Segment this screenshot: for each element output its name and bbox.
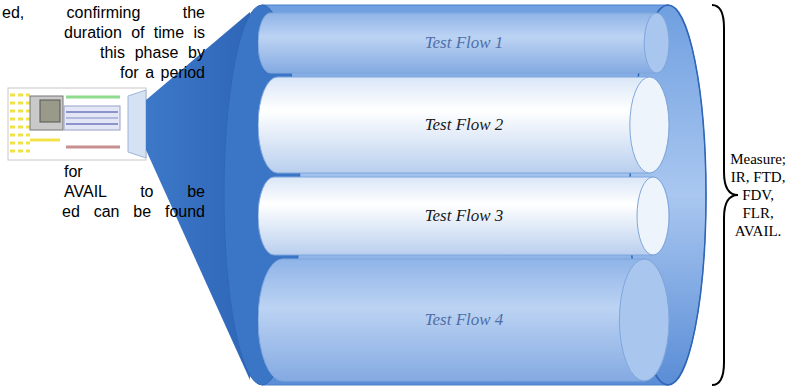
text-fragment: for a period: [120, 63, 205, 83]
text-fragment: AVAIL to be: [64, 182, 205, 202]
test-flow-tube: Test Flow 3: [258, 176, 670, 256]
curly-bracket: [712, 5, 738, 385]
text-fragment: duration of time is: [64, 23, 205, 43]
thumbnail: [8, 88, 146, 160]
tube-label: Test Flow 1: [425, 33, 504, 53]
test-flow-tube: Test Flow 2: [258, 76, 670, 174]
text-fragment: for: [64, 162, 83, 182]
text-fragment: ed, confirming the: [2, 3, 205, 23]
tube-label: Test Flow 2: [425, 115, 504, 135]
tube-label: Test Flow 3: [425, 206, 504, 226]
test-flow-tube: Test Flow 1: [258, 12, 670, 74]
text-fragment: ed can be found: [62, 202, 205, 222]
tube-label: Test Flow 4: [425, 310, 504, 330]
text-fragment: this phase by: [100, 43, 205, 63]
test-flow-tube: Test Flow 4: [258, 258, 670, 382]
measure-note: Measure; IR, FTD, FDV, FLR, AVAIL.: [730, 150, 786, 240]
